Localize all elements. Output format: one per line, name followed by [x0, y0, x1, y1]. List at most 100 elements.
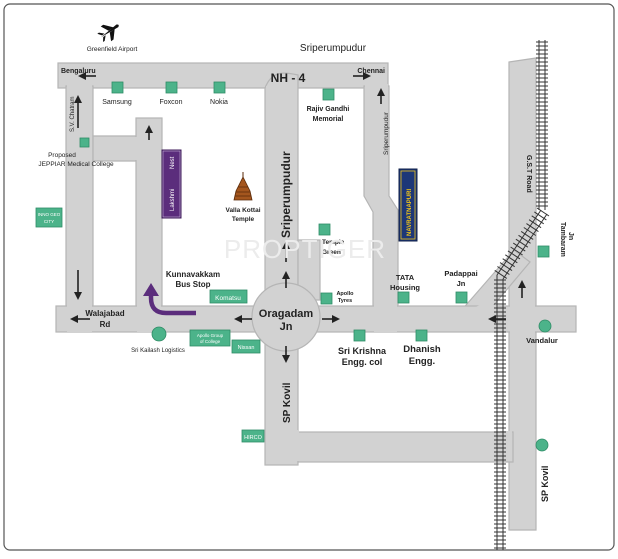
- chennai-label: Chennai: [357, 68, 385, 75]
- proposed-label-1: Proposed: [48, 152, 76, 159]
- sriperumpudur-diagonal-label: Sriperumpudur: [383, 111, 390, 155]
- temple-green-label-1: Temple: [322, 239, 345, 246]
- inno-geo-city-marker: [35, 207, 63, 228]
- arrow-right-icon: [363, 72, 371, 80]
- arrow-left-icon: [70, 315, 78, 323]
- arrow-up-icon: [145, 125, 153, 133]
- temple-icon: [233, 172, 253, 201]
- rail-tie: [536, 207, 550, 217]
- airplane-icon: [97, 24, 119, 42]
- tambaram-label-2: Jn: [567, 232, 574, 240]
- arrow-left-icon: [488, 315, 496, 323]
- apollo-tyres-label-2: Tyres: [338, 298, 352, 304]
- oragadam-label-1: Oragadam: [259, 308, 314, 320]
- sp-koil-connector: [297, 431, 514, 463]
- watermark: PROPTIGER: [224, 234, 386, 264]
- sv-chatram-label: S.V. Chatram: [70, 97, 76, 132]
- kunnavakkam-label-1: Kunnavakkam: [166, 270, 220, 279]
- gst-road-label: G.S.T Road: [525, 155, 532, 193]
- rail-tie: [494, 269, 508, 279]
- walajabad-label-2: Rd: [100, 320, 111, 329]
- temple-green-label-2: Green: [322, 249, 341, 256]
- rail-tie: [520, 230, 534, 240]
- arrow-up-icon: [74, 95, 82, 103]
- sp-koil-left-label: SP Kovil: [282, 382, 293, 423]
- apollo-group-label-1: Apollo Group: [197, 333, 224, 338]
- apollo-group-marker: [189, 329, 231, 347]
- rail-tie: [534, 211, 547, 221]
- nh4-label: NH - 4: [271, 71, 306, 85]
- foxcon-marker: [165, 81, 178, 94]
- tata-label-2: Housing: [390, 283, 420, 292]
- foxcon-label: Foxcon: [160, 99, 183, 106]
- tata-label-1: TATA: [396, 273, 415, 282]
- nissan-marker: [231, 339, 261, 354]
- rail-tie: [523, 227, 537, 236]
- walajabad-label-1: Walajabad: [85, 309, 124, 318]
- landmark-markers: [35, 81, 552, 452]
- samsung-marker: [111, 81, 124, 94]
- sri-kailash-label: Sri Kailash Logistics: [131, 348, 185, 354]
- arrow-up-icon: [143, 283, 159, 296]
- valla-kottai-label-2: Temple: [232, 216, 255, 223]
- vandalur-marker: [538, 319, 552, 333]
- rail-tie: [499, 262, 513, 272]
- valla-kottai-label-1: Valla Kottai: [225, 207, 260, 214]
- arrow-up-icon: [377, 88, 385, 96]
- temple-green-road: [297, 239, 321, 301]
- greenfield-airport-label: Greenfield Airport: [87, 46, 138, 53]
- sriperumpudur-road-label: Sriperumpudur: [279, 151, 293, 238]
- purple-route-arrow: [148, 292, 196, 316]
- padappai-label-1: Padappai: [444, 269, 477, 278]
- samsung-label: Samsung: [102, 99, 132, 106]
- apollo-tyres-marker: [320, 292, 333, 305]
- lakshmi-nest-label-2: Nest: [170, 156, 176, 169]
- padappai-label-2: Jn: [457, 279, 466, 288]
- rail-tie: [515, 238, 529, 248]
- hirco-marker: [241, 429, 265, 443]
- sri-krishna-label-1: Sri Krishna: [338, 346, 387, 356]
- nissan-label: Nissan: [238, 345, 255, 351]
- hirco-label: HIRCO: [244, 435, 262, 441]
- navratnapuri-project-box: [398, 168, 418, 242]
- proposed-label-2: JEPPIAR Medical College: [38, 161, 114, 168]
- rail-tie: [497, 266, 510, 275]
- nokia-marker: [213, 81, 226, 94]
- dhanish-marker: [415, 329, 428, 342]
- vandalur-label: Vandalur: [526, 336, 558, 345]
- oragadam-label-2: Jn: [280, 321, 293, 333]
- rajiv-gandhi-label-1: Rajiv Gandhi: [307, 106, 350, 113]
- sri-krishna-marker: [353, 329, 366, 342]
- sp-koil-right-label: SP Kovil: [540, 466, 550, 502]
- tambaram-label-1: Tambaram: [559, 222, 566, 257]
- bengaluru-label: Bengaluru: [61, 68, 96, 75]
- rail-tie: [502, 258, 515, 268]
- lakshmi-nest-label-1: Lakshmi: [170, 189, 176, 211]
- arrow-left-icon: [234, 315, 242, 323]
- apollo-group-label-2: of College: [200, 339, 221, 344]
- tata-housing-marker: [397, 291, 410, 304]
- sp-koil-right-marker: [535, 438, 549, 452]
- rail-tie: [510, 246, 523, 256]
- navratnapuri-label: NAVRATNAPURI: [407, 189, 413, 236]
- rail-tie: [507, 250, 521, 260]
- lakshmi-nest-project-box: [161, 149, 182, 219]
- arrow-down-icon: [282, 355, 290, 363]
- inno-geo-label-2: CITY: [44, 219, 54, 224]
- temple-green-marker: [318, 223, 331, 236]
- tambaram-marker: [537, 245, 550, 258]
- kunnavakkam-road: [135, 117, 163, 314]
- sriperumpudur-top-label: Sriperumpudur: [300, 43, 367, 54]
- komatsu-marker: [209, 289, 248, 304]
- kunnavakkam-label-2: Bus Stop: [175, 280, 210, 289]
- arrow-up-icon: [282, 241, 290, 249]
- arrow-up-icon: [518, 280, 526, 288]
- apollo-tyres-label-1: Apollo: [336, 291, 354, 297]
- arrow-left-icon: [78, 72, 86, 80]
- komatsu-label: Komatsu: [215, 295, 241, 302]
- arrow-up-icon: [282, 271, 290, 279]
- rail-tie: [512, 242, 526, 252]
- sri-krishna-label-2: Engg. col: [342, 357, 383, 367]
